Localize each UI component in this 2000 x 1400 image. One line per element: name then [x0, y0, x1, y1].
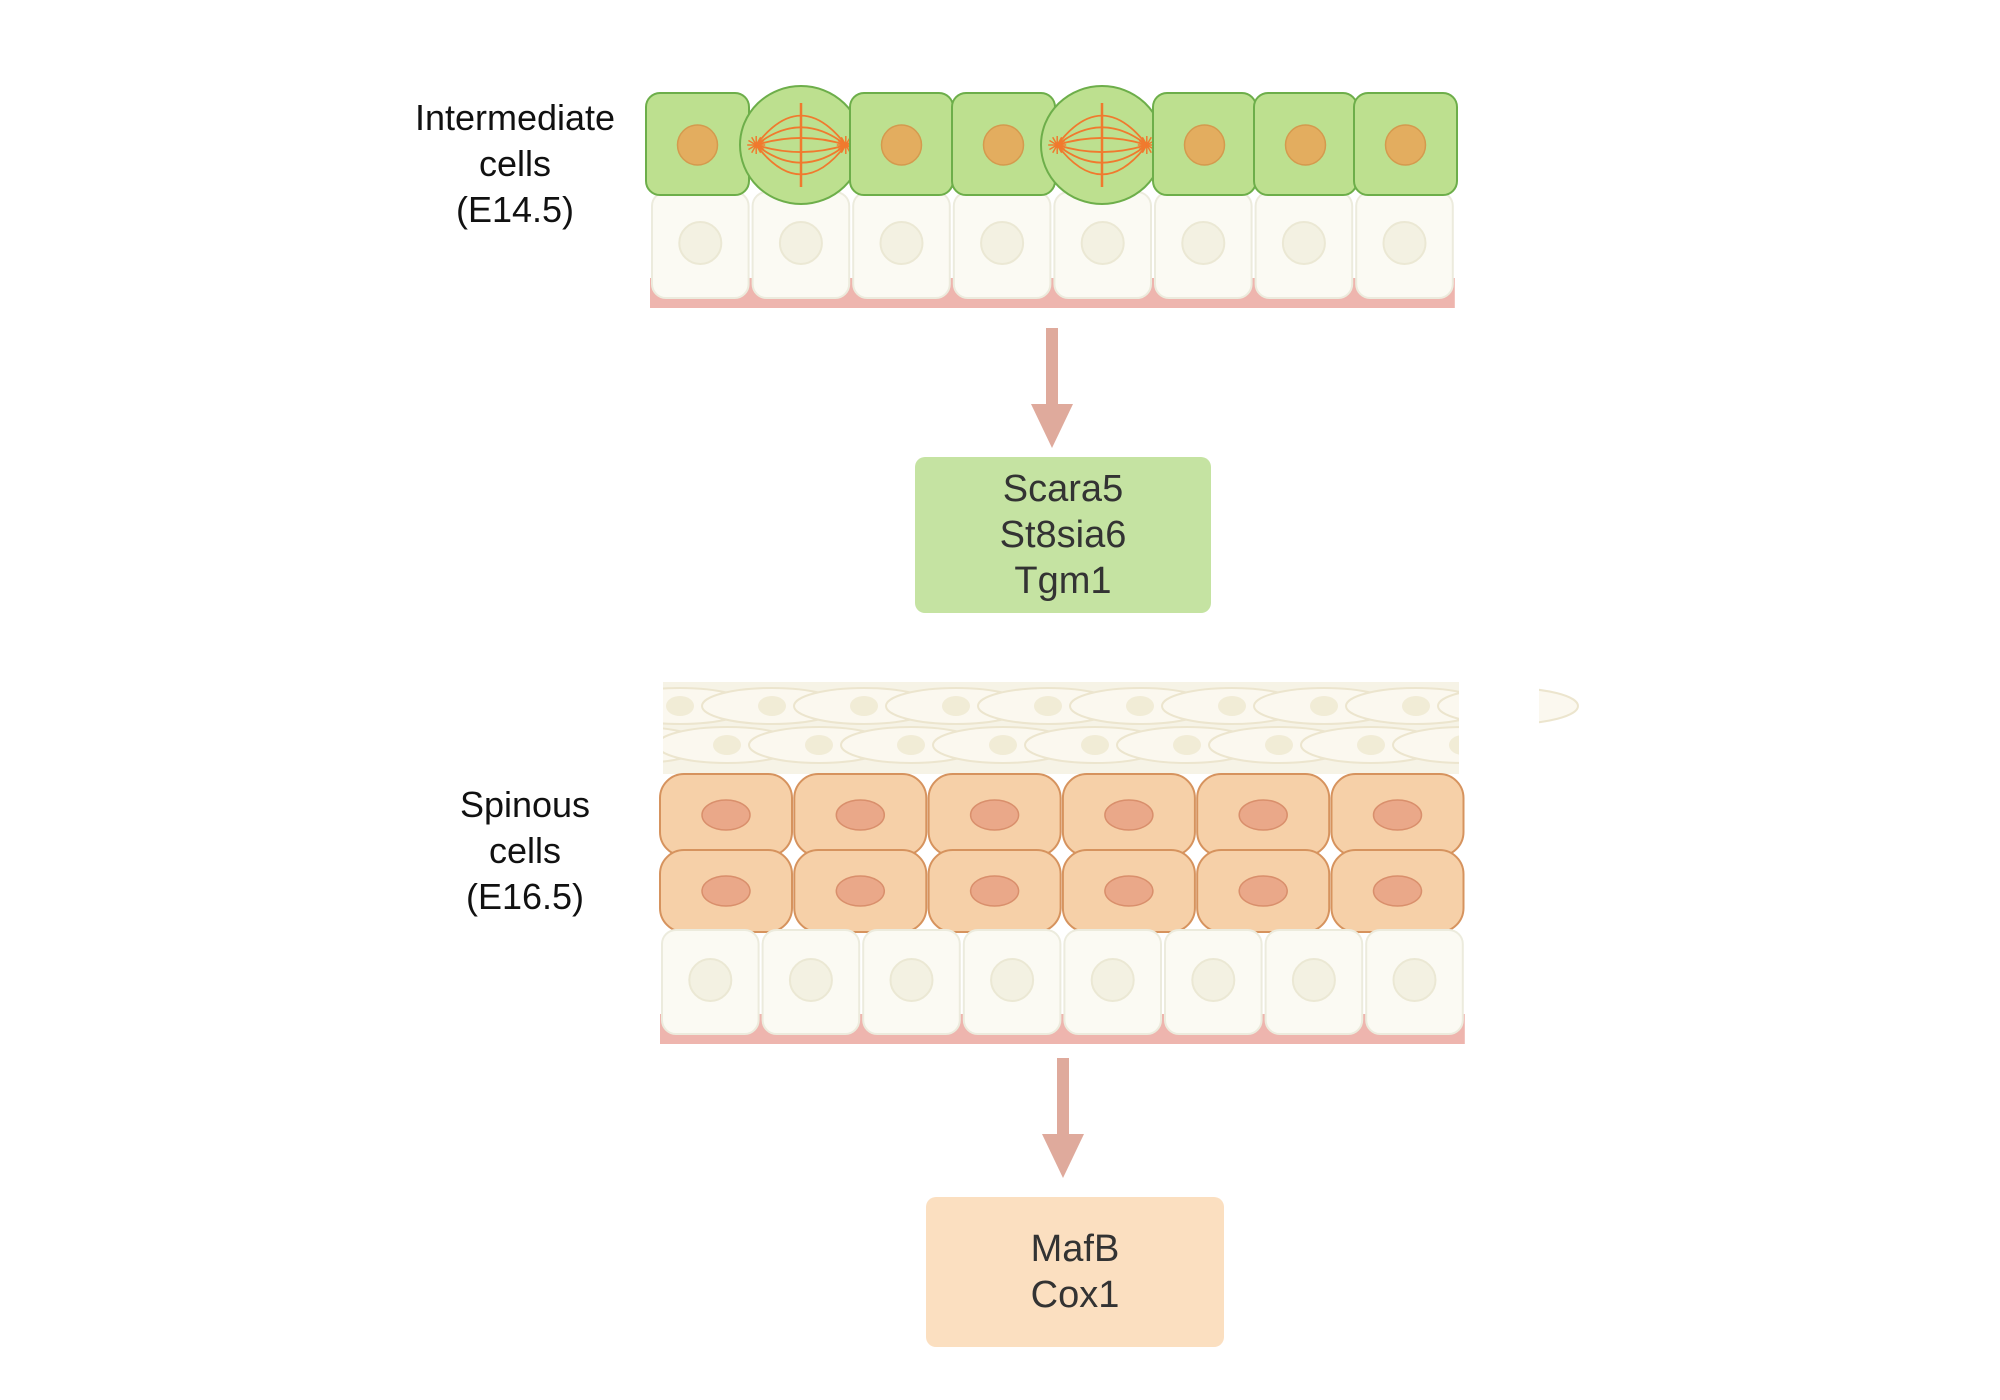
spinous-cells-label: Spinous cells (E16.5) — [400, 782, 650, 920]
spinous-cell — [1061, 773, 1196, 857]
intermediate-cell — [1353, 92, 1458, 196]
label-line: Spinous — [459, 784, 591, 825]
spinous-cell — [927, 773, 1062, 857]
spinous-cell — [927, 849, 1062, 933]
spinous-stage-tissue — [560, 670, 1579, 1044]
spinous-cell — [793, 773, 928, 857]
spinous-cell — [1330, 849, 1465, 933]
intermediate-cells-label: Intermediate cells (E14.5) — [385, 95, 645, 233]
basal-cell — [761, 929, 861, 1035]
gene-name: St8sia6 — [999, 514, 1127, 556]
basal-cell — [1053, 191, 1153, 299]
gene-name: Cox1 — [1030, 1274, 1120, 1316]
intermediate-cell — [951, 92, 1056, 196]
spinous-cell — [659, 773, 793, 857]
periderm-layer — [560, 670, 1579, 780]
basal-cell — [1254, 191, 1354, 299]
label-line: Intermediate — [414, 97, 616, 138]
mitotic-cell — [1040, 85, 1164, 205]
intermediate-cell — [645, 92, 750, 196]
spinous-cell — [1196, 849, 1331, 933]
label-line: (E14.5) — [455, 189, 575, 230]
spinous-cell — [1196, 773, 1331, 857]
basal-cell — [1164, 929, 1263, 1035]
basal-cell — [1154, 191, 1253, 299]
intermediate-cell — [849, 92, 954, 196]
basal-cell — [952, 191, 1052, 299]
down-arrow-icon — [1042, 1058, 1084, 1178]
basal-cell — [1355, 191, 1454, 299]
basal-cell — [1365, 929, 1464, 1035]
spinous-cell — [1330, 773, 1465, 857]
basal-cell — [962, 929, 1062, 1035]
spinous-markers-box: MafB Cox1 — [926, 1197, 1224, 1347]
spinous-cell — [1061, 849, 1196, 933]
spinous-cell — [793, 849, 928, 933]
label-line: cells — [478, 143, 552, 184]
basal-cell — [661, 929, 760, 1035]
intermediate-cell — [1152, 92, 1257, 196]
label-line: cells — [488, 830, 562, 871]
gene-name: Tgm1 — [1014, 560, 1112, 602]
gene-name: Scara5 — [1002, 468, 1124, 510]
mitotic-cell — [739, 85, 863, 205]
down-arrow-icon — [1031, 328, 1073, 448]
intermediate-stage-tissue — [645, 85, 1458, 308]
intermediate-cell — [1253, 92, 1358, 196]
mitotic-spindle-icon — [747, 103, 855, 187]
basal-cell — [1063, 929, 1163, 1035]
basal-cell — [1264, 929, 1364, 1035]
gene-name: MafB — [1030, 1228, 1120, 1270]
basal-cell — [852, 191, 951, 299]
basal-cell — [862, 929, 961, 1035]
mitotic-spindle-icon — [1048, 103, 1156, 187]
basal-cell — [651, 191, 750, 299]
spinous-cell — [659, 849, 793, 933]
intermediate-markers-box: Scara5 St8sia6 Tgm1 — [915, 457, 1211, 613]
label-line: (E16.5) — [465, 876, 585, 917]
basal-cell — [751, 191, 851, 299]
